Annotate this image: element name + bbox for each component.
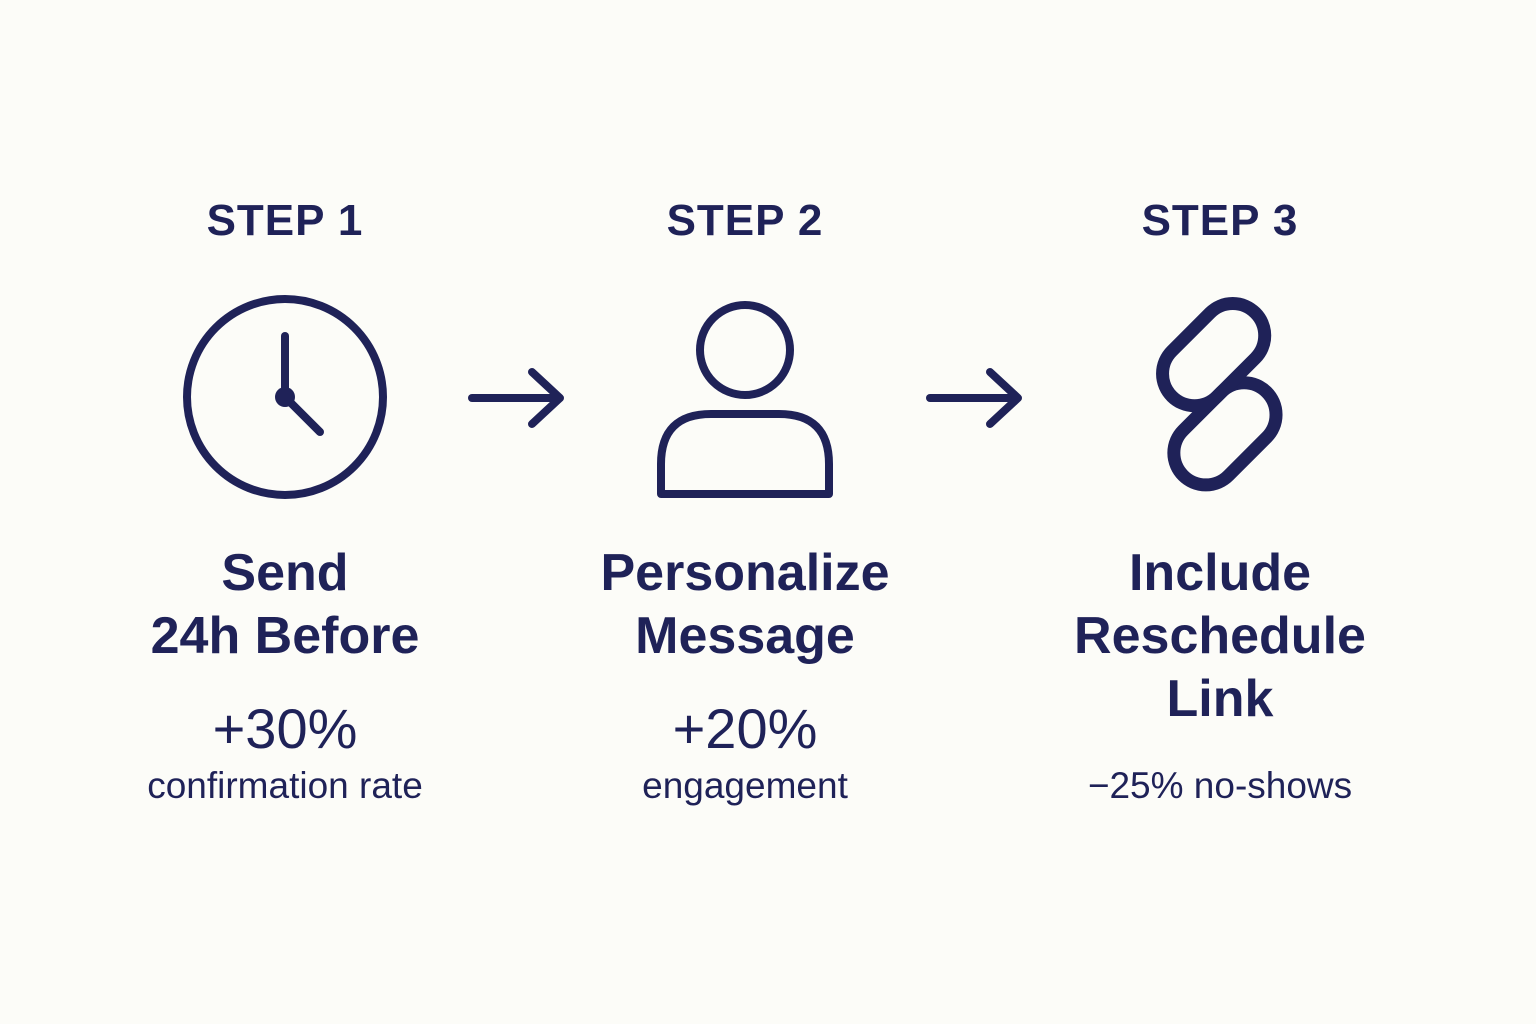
step-note: confirmation rate [147, 765, 423, 806]
step-title: Personalize Message [515, 542, 975, 668]
step-note: −25% no-shows [1087, 765, 1353, 806]
step-title-line: 24h Before [150, 607, 420, 665]
arrow-right-icon [924, 366, 1028, 435]
step-stat: +30% [212, 697, 358, 760]
step-title-line: Reschedule [1074, 607, 1366, 665]
step-title: Include Reschedule Link [990, 542, 1450, 731]
step-title-line: Link [1166, 670, 1274, 728]
step-label: STEP 1 [206, 196, 364, 245]
step-3: STEP 3 Include Reschedule Link −25% no-s… [990, 0, 1450, 1024]
step-stat: +20% [672, 697, 818, 760]
step-title: Send 24h Before [55, 542, 515, 668]
step-title-line: Personalize [600, 544, 890, 602]
step-title-line: Send [221, 544, 349, 602]
link-icon [990, 292, 1450, 512]
clock-icon [55, 292, 515, 512]
step-label: STEP 3 [1141, 196, 1299, 245]
person-icon [515, 292, 975, 512]
step-title-line: Message [635, 607, 855, 665]
step-label: STEP 2 [666, 196, 824, 245]
arrow-right-icon [466, 366, 570, 435]
step-title-line: Include [1128, 544, 1312, 602]
step-2: STEP 2 Personalize Message +20% engageme… [515, 0, 975, 1024]
step-1: STEP 1 Send 24h Before +30% confirmation… [55, 0, 515, 1024]
step-note: engagement [642, 765, 848, 806]
